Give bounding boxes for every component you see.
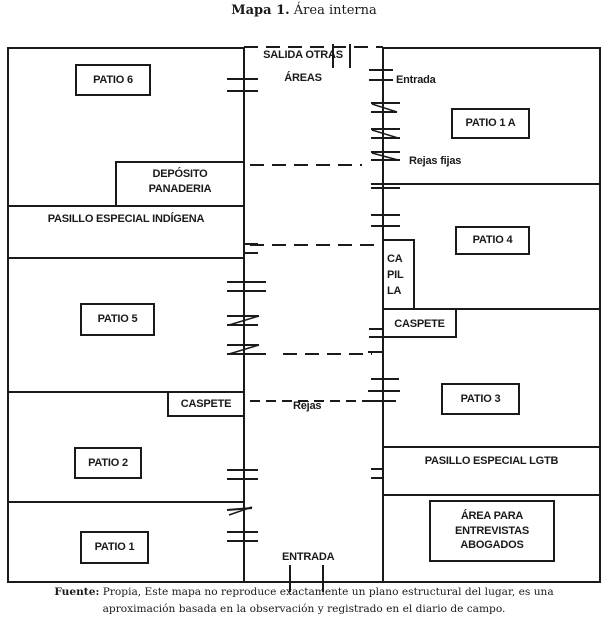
pasillo-lgtb-label: PASILLO ESPECIAL LGTB: [424, 455, 559, 467]
capilla-line1: CA: [387, 253, 403, 265]
capilla-line2: PIL: [387, 269, 404, 281]
area-line3: ABOGADOS: [460, 539, 524, 552]
caspete-right-label: CASPETE: [394, 318, 445, 330]
patio-3-label: PATIO 3: [460, 392, 501, 405]
source-text: Propia, Este mapa no reproduce exactamen…: [102, 586, 554, 615]
deposito-box: [115, 161, 245, 207]
pasillo-indigena-label: PASILLO ESPECIAL INDÍGENA: [47, 213, 205, 225]
patio-1-room: PATIO 1: [80, 531, 149, 564]
salida-otras-areas-label: SALIDA OTRAS ÁREAS: [258, 48, 348, 86]
patio-5-room: PATIO 5: [80, 303, 155, 336]
patio-4-room: PATIO 4: [455, 226, 530, 255]
area-line2: ENTREVISTAS: [455, 524, 529, 537]
source-caption: Fuente: Propia, Este mapa no reproduce e…: [0, 584, 608, 618]
patio-6-label: PATIO 6: [93, 73, 133, 86]
patio-6-room: PATIO 6: [75, 64, 151, 96]
salida-line1: SALIDA OTRAS: [263, 49, 343, 61]
rejas-label: Rejas: [293, 400, 322, 412]
source-label: Fuente:: [54, 586, 100, 598]
right-block-outline: [382, 47, 601, 583]
patio-1-label: PATIO 1: [94, 541, 135, 554]
deposito-panaderia-label: DEPÓSITO PANADERIA: [116, 167, 244, 197]
capilla-label: CA PIL LA: [387, 251, 404, 299]
caspete-left-box: [167, 391, 245, 417]
map-title: Mapa 1. Área interna: [0, 3, 608, 18]
caspete-right-box: [382, 308, 457, 338]
patio-4-label: PATIO 4: [472, 234, 513, 247]
map-title-label: Mapa 1.: [231, 3, 290, 18]
entrada-bottom-label: ENTRADA: [281, 550, 336, 565]
patio-1a-label: PATIO 1 A: [465, 117, 516, 130]
entrada-top-label: Entrada: [396, 74, 436, 86]
salida-line2: ÁREAS: [284, 71, 322, 84]
area-line1: ÁREA PARA: [460, 509, 524, 522]
caspete-left-label: CASPETE: [180, 398, 232, 410]
area-entrevistas-room: ÁREA PARA ENTREVISTAS ABOGADOS: [429, 500, 555, 562]
deposito-line2: PANADERIA: [148, 182, 212, 195]
rejas-fijas-label: Rejas fijas: [409, 155, 462, 167]
right-wall-doors: [368, 69, 400, 479]
left-wall-doors: [226, 78, 266, 542]
patio-5-label: PATIO 5: [97, 313, 138, 326]
patio-2-room: PATIO 2: [74, 447, 142, 479]
map-title-text: Área interna: [293, 3, 377, 18]
patio-3-room: PATIO 3: [441, 383, 520, 415]
capilla-line3: LA: [387, 285, 402, 297]
patio-2-label: PATIO 2: [88, 456, 128, 469]
patio-1a-room: PATIO 1 A: [451, 108, 530, 139]
deposito-line1: DEPÓSITO: [152, 168, 208, 180]
